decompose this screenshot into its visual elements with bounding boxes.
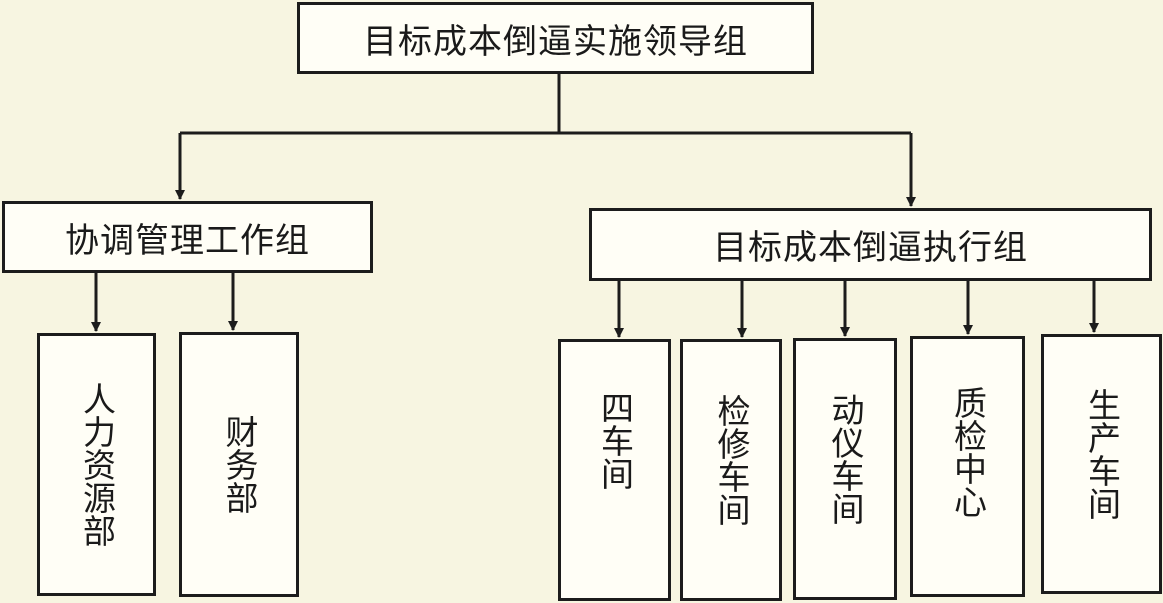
workshop-4-label: 四车间: [595, 390, 635, 490]
maintenance-workshop-label: 检修车间: [712, 394, 751, 526]
workshop-4-node: 四车间: [558, 339, 671, 601]
coordination-group-node: 协调管理工作组: [2, 201, 373, 273]
finance-department-node: 财务部: [179, 332, 299, 597]
hr-department-node: 人力资源部: [37, 333, 156, 596]
execution-group-node: 目标成本倒逼执行组: [589, 208, 1152, 281]
instrument-workshop-label: 动仪车间: [826, 393, 865, 525]
root-node-label: 目标成本倒逼实施领导组: [363, 21, 748, 62]
hr-department-label: 人力资源部: [77, 382, 117, 547]
production-workshop-node: 生产车间: [1041, 334, 1162, 594]
instrument-workshop-node: 动仪车间: [793, 338, 897, 600]
maintenance-workshop-node: 检修车间: [680, 339, 782, 601]
finance-department-label: 财务部: [220, 415, 259, 514]
root-node: 目标成本倒逼实施领导组: [297, 2, 814, 74]
coordination-group-label: 协调管理工作组: [65, 220, 310, 261]
quality-center-node: 质检中心: [910, 336, 1025, 597]
execution-group-label: 目标成本倒逼执行组: [713, 228, 1028, 268]
quality-center-label: 质检中心: [948, 385, 988, 518]
production-workshop-label: 生产车间: [1082, 388, 1122, 520]
